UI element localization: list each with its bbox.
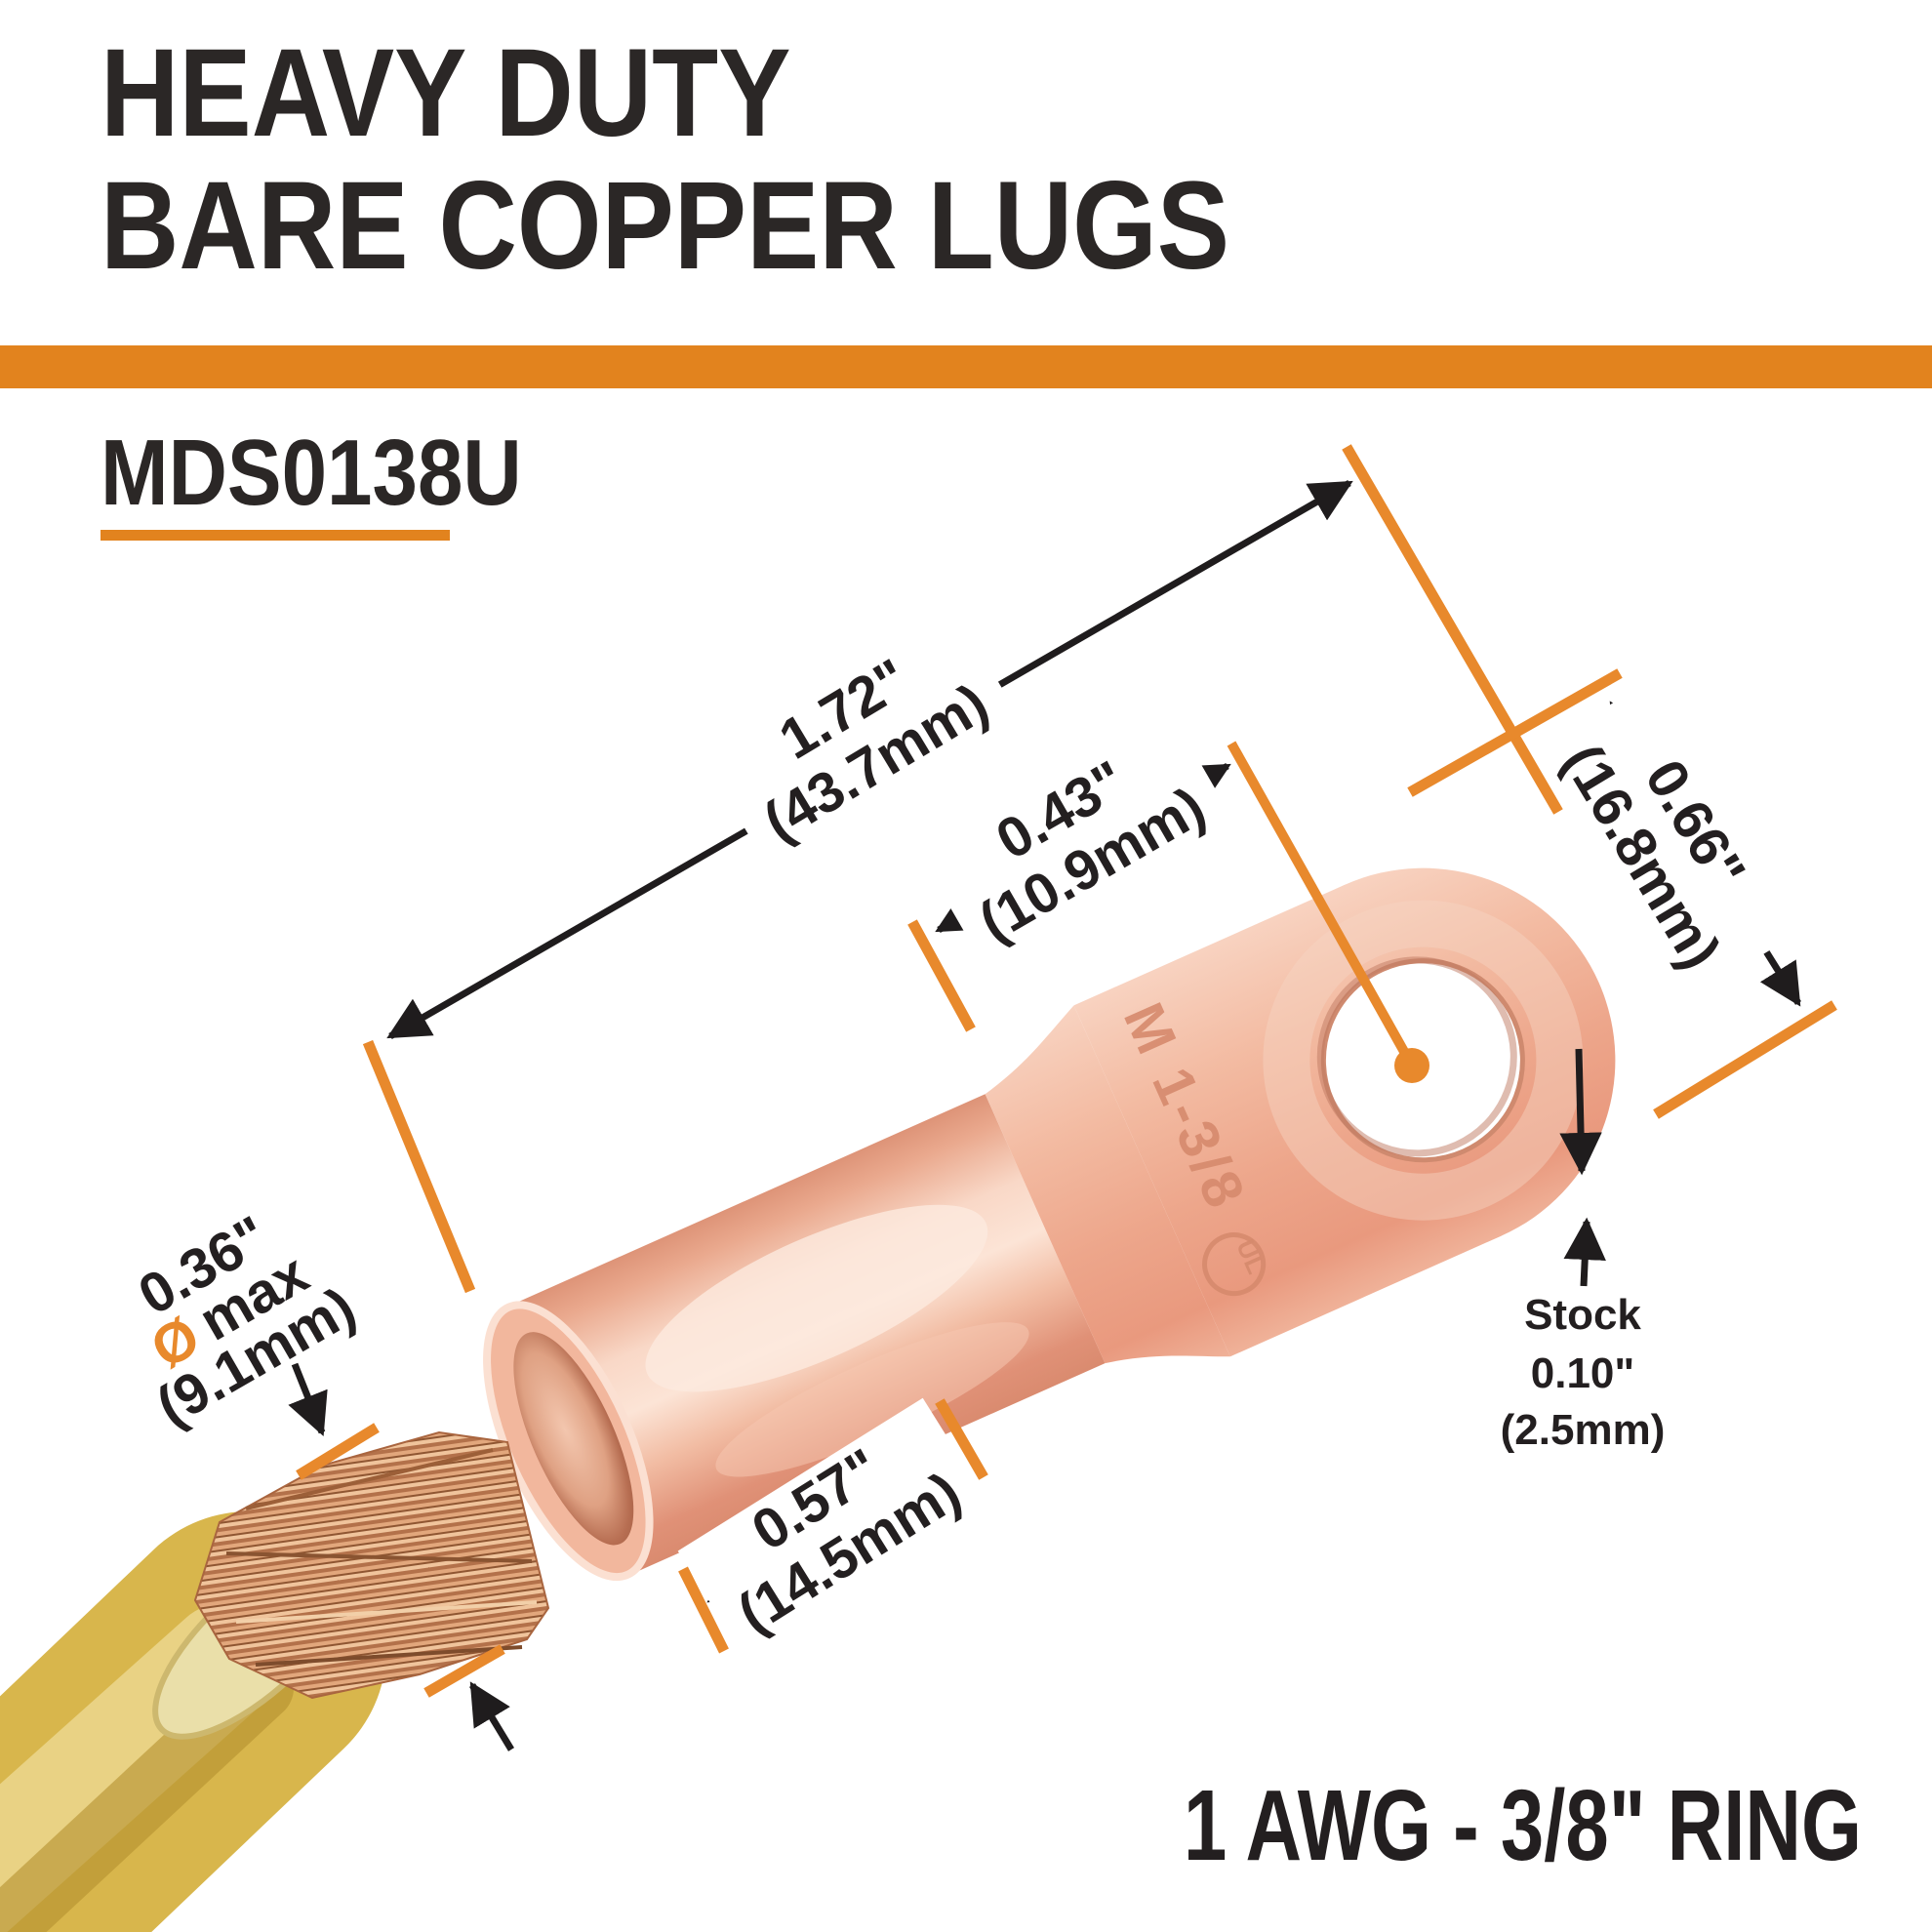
hole-center-line: [1227, 741, 1417, 1068]
title-line-2: BARE COPPER LUGS: [101, 155, 1230, 296]
accent-bar: [0, 345, 1932, 388]
tick-overall-right: [1342, 444, 1563, 815]
ring-hole-shadow: [1316, 956, 1517, 1157]
tick-barrel-left: [678, 1566, 729, 1654]
tick-overall-left: [362, 1039, 476, 1294]
title-line-1: HEAVY DUTY: [101, 23, 791, 163]
tick-pad-left: [907, 919, 976, 1032]
extension-ticks: [296, 444, 1837, 1698]
label-mask: [702, 606, 1020, 868]
barrel-highlight: [645, 1204, 988, 1392]
copper-lug: M 1-3/8 UL: [483, 867, 1616, 1582]
wire-strand-line-3: [245, 1448, 494, 1510]
wire-insulation-shadow: [0, 1656, 294, 1932]
wire-strand-line-1: [225, 1551, 533, 1563]
ul-mark-circle: [1202, 1232, 1267, 1297]
barrel-mouth-bore: [513, 1332, 634, 1546]
tick-barrel-right: [935, 1398, 988, 1480]
label-mask: [920, 712, 1235, 967]
label-wire-diameter: 0.36" Ømax (9.1mm): [128, 1204, 366, 1439]
hole-center-dot: [1394, 1048, 1429, 1083]
wire-strand-line-4: [255, 1645, 523, 1667]
label-stock: Stock 0.10" (2.5mm): [1501, 1291, 1666, 1454]
lug-transition: [985, 1005, 1230, 1364]
battery-wire: [0, 1430, 550, 1932]
page-title: HEAVY DUTY BARE COPPER LUGS: [101, 27, 1398, 292]
lug-ring-sheen: [1263, 900, 1584, 1221]
model-underline: [101, 530, 450, 541]
label-mask: [1536, 682, 1798, 1000]
label-mask: [677, 1397, 990, 1659]
wire-strand-line-2: [235, 1600, 538, 1624]
stock-metric: (2.5mm): [1501, 1406, 1666, 1454]
tick-ring-bottom: [1653, 1000, 1837, 1119]
size-label: 1 AWG - 3/8" RING: [1184, 1769, 1862, 1881]
arrow-stock-bottom: [1563, 1217, 1606, 1287]
stock-inches: 0.10": [1531, 1349, 1635, 1397]
arrow-wire-diameter-bottom: [469, 1681, 514, 1751]
tick-wire-top: [296, 1423, 380, 1480]
barrel-sheen: [715, 1322, 1029, 1477]
tick-ring-top: [1407, 668, 1623, 797]
arrow-wire-diameter-top: [288, 1362, 328, 1437]
tick-wire-bottom: [423, 1644, 505, 1698]
label-pad-length: 0.43" (10.9mm): [920, 712, 1235, 967]
stock-label: Stock: [1524, 1291, 1641, 1339]
hole-center-leader: [1227, 741, 1429, 1083]
arrow-stock-top: [1559, 1048, 1602, 1176]
